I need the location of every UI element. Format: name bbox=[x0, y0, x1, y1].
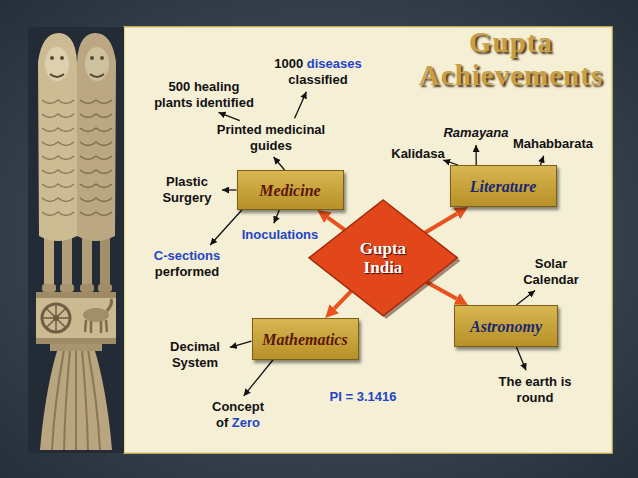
connector-arrow bbox=[328, 218, 345, 230]
label-word: 500 bbox=[169, 79, 194, 94]
label-word: Mahabbarata bbox=[513, 136, 593, 151]
label-word: Surgery bbox=[162, 190, 211, 205]
leader-line bbox=[230, 341, 252, 347]
category-box: Mathematics bbox=[252, 318, 359, 360]
diamond-face bbox=[309, 200, 457, 316]
label-word: = bbox=[345, 389, 356, 404]
label-word: is bbox=[561, 374, 572, 389]
connector-arrow bbox=[426, 282, 456, 299]
label-word: performed bbox=[155, 264, 219, 279]
category-box: Literature bbox=[450, 165, 557, 207]
label-word: 3.1416 bbox=[357, 389, 397, 404]
leader-line bbox=[244, 360, 273, 396]
picture-ground bbox=[28, 27, 124, 453]
label-word: Plastic bbox=[166, 174, 208, 189]
feature-label: C-sections performed bbox=[146, 248, 228, 280]
label-word: Concept bbox=[212, 399, 264, 414]
label-word: round bbox=[517, 390, 554, 405]
feature-label: Inoculations bbox=[242, 227, 319, 243]
node-label: Mathematics bbox=[262, 330, 347, 349]
leader-line bbox=[274, 210, 279, 223]
leader-line bbox=[516, 290, 535, 305]
label-word: Solar bbox=[535, 256, 568, 271]
leader-line bbox=[540, 156, 543, 165]
label-word: guides bbox=[250, 138, 292, 153]
label-word: PI bbox=[330, 389, 346, 404]
label-word: C-sections bbox=[154, 248, 220, 263]
feature-label: Plastic Surgery bbox=[156, 174, 218, 206]
label-word: The bbox=[499, 374, 526, 389]
lion-capital-illustration bbox=[36, 33, 116, 450]
node-label: Medicine bbox=[259, 181, 320, 200]
node-label: Astronomy bbox=[470, 317, 542, 336]
node-text-group: Mathematics bbox=[262, 330, 347, 349]
label-word: Decimal bbox=[170, 339, 220, 354]
label-word: System bbox=[172, 355, 218, 370]
leader-line bbox=[475, 145, 477, 165]
connector-arrow bbox=[425, 214, 457, 233]
feature-label: Solar Calendar bbox=[519, 256, 583, 288]
feature-label: The earth is round bbox=[498, 374, 572, 406]
label-word: healing bbox=[194, 79, 240, 94]
node-text-group: Medicine bbox=[259, 181, 320, 200]
leader-line bbox=[210, 210, 242, 245]
label-word: 1000 bbox=[274, 56, 307, 71]
feature-label: Decimal System bbox=[164, 339, 226, 371]
label-word: diseases bbox=[307, 56, 362, 71]
label-word: of bbox=[216, 415, 232, 430]
content-panel bbox=[124, 27, 612, 453]
label-word: Calendar bbox=[523, 272, 579, 287]
label-word: medicinal bbox=[265, 122, 325, 137]
feature-label: Kalidasa bbox=[391, 146, 444, 162]
leader-line bbox=[274, 157, 285, 170]
label-word: plants bbox=[154, 95, 196, 110]
label-word: earth bbox=[525, 374, 560, 389]
leader-line bbox=[222, 189, 237, 190]
label-word: Kalidasa bbox=[391, 146, 444, 161]
diagram-title: Gupta Achievements bbox=[411, 26, 611, 92]
feature-label: Ramayana bbox=[443, 125, 508, 141]
feature-label: Mahabbarata bbox=[513, 136, 593, 152]
label-word: Printed bbox=[217, 122, 265, 137]
label-word: classified bbox=[288, 72, 347, 87]
label-word: Zero bbox=[232, 415, 260, 430]
label-word: Inoculations bbox=[242, 227, 319, 242]
decision-diamond: Gupta India bbox=[309, 200, 457, 316]
leader-line bbox=[516, 347, 526, 370]
label-word: identified bbox=[196, 95, 254, 110]
node-text-group: Astronomy bbox=[470, 317, 542, 336]
node-text-group: Literature bbox=[470, 177, 537, 196]
connector-arrow bbox=[334, 291, 351, 309]
node-text-group: Gupta India bbox=[348, 239, 418, 277]
feature-label: Concept of Zero bbox=[206, 399, 270, 431]
feature-label: 1000 diseases classified bbox=[268, 56, 368, 88]
leader-line bbox=[219, 112, 240, 120]
node-label: Gupta India bbox=[348, 239, 418, 277]
label-word: Ramayana bbox=[443, 125, 508, 140]
category-box: Astronomy bbox=[454, 305, 558, 347]
leader-line bbox=[295, 92, 307, 119]
node-label: Literature bbox=[470, 177, 537, 196]
feature-label: Printed medicinal guides bbox=[216, 122, 326, 154]
feature-label: PI = 3.1416 bbox=[330, 389, 397, 405]
feature-label: 500 healing plants identified bbox=[150, 79, 258, 111]
category-box: Medicine bbox=[237, 170, 344, 210]
